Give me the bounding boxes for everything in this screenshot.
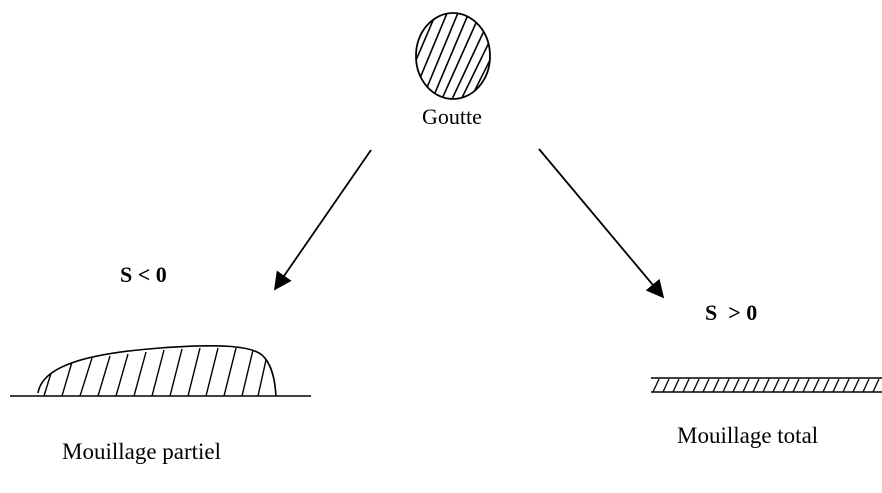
drop-shape xyxy=(415,12,491,100)
total-wetting-caption: Mouillage total xyxy=(677,423,819,448)
partial-wetting-drop xyxy=(37,345,277,397)
drop-label: Goutte xyxy=(422,104,482,129)
arrow-left xyxy=(273,149,372,291)
arrow-right xyxy=(538,148,665,299)
partial-wetting-caption: Mouillage partiel xyxy=(62,439,222,464)
partial-condition-label: S < 0 xyxy=(120,262,167,287)
total-condition-label: S > 0 xyxy=(705,300,758,325)
total-wetting-film xyxy=(651,377,882,393)
